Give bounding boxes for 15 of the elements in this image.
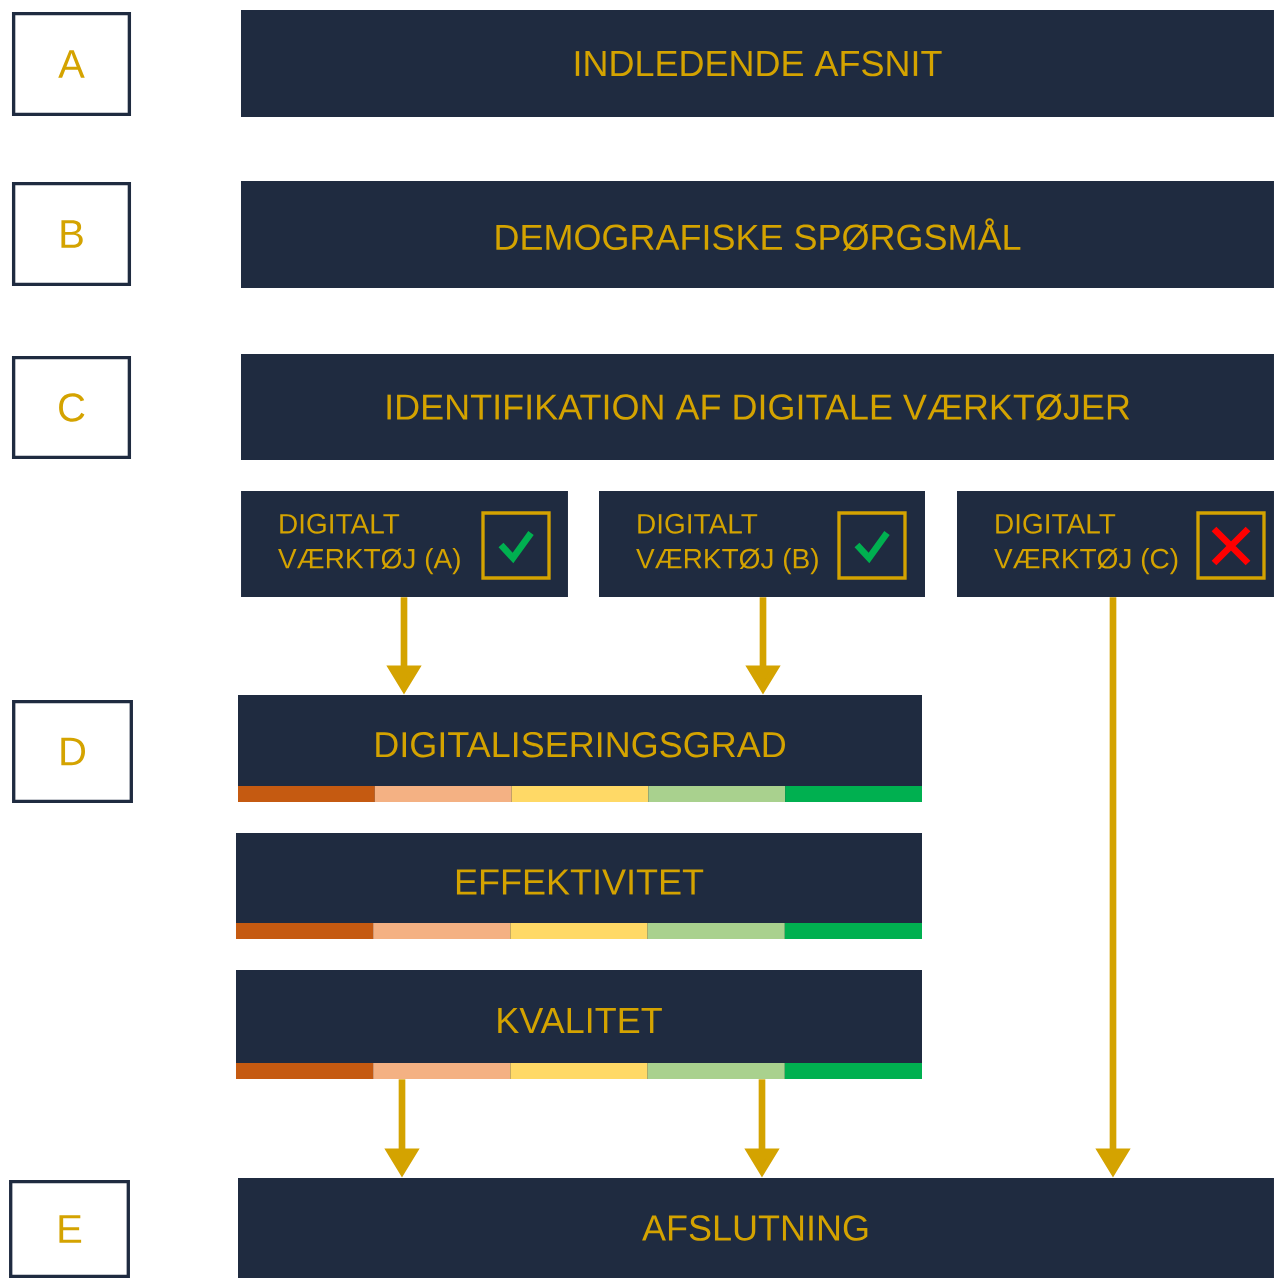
section-bar: AFSLUTNING: [238, 1178, 1274, 1278]
section-bar: DEMOGRAFISKE SPØRGSMÅL: [240, 181, 1274, 288]
tool-box: DIGITALT VÆRKTØJ (B): [599, 491, 925, 597]
section-letter-box: D: [12, 699, 133, 804]
section-letter-box: E: [9, 1180, 130, 1278]
section-bar: IDENTIFIKATION AF DIGITALE VÆRKTØJER: [240, 354, 1274, 460]
rating-box: KVALITET: [236, 969, 922, 1080]
section-bar: INDLEDENDE AFSNIT: [240, 10, 1274, 117]
section-letter-box: B: [11, 182, 132, 286]
section-letter-box: C: [11, 355, 132, 460]
rating-box: EFFEKTIVITET: [236, 833, 922, 939]
tool-box: DIGITALT VÆRKTØJ (C): [956, 491, 1274, 597]
section-letter-box: A: [11, 12, 132, 116]
rating-box: DIGITALISERINGSGRAD: [238, 695, 922, 802]
tool-box: DIGITALT VÆRKTØJ (A): [241, 491, 568, 597]
